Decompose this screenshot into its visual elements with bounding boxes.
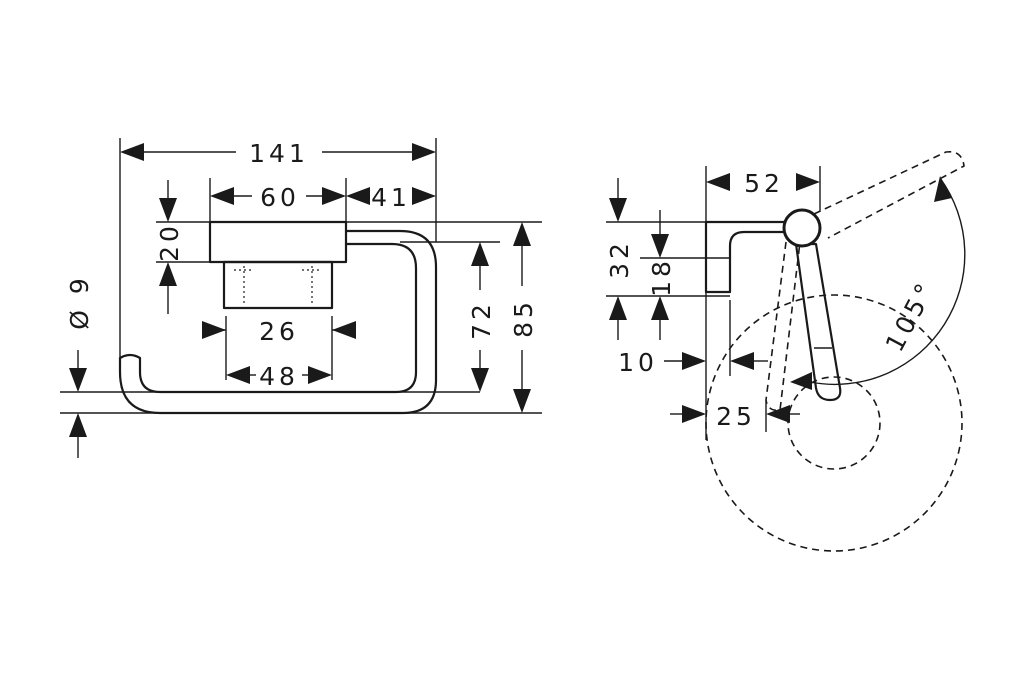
dim-inner-mount: 26	[259, 317, 299, 346]
dim-depth: 52	[744, 169, 784, 198]
dim-inner-mount-height: 18	[647, 257, 676, 297]
mount-block	[208, 220, 348, 264]
dim-roll-offset: 25	[716, 402, 756, 431]
dim-wall-offset: 10	[618, 348, 658, 377]
dim-inner-height: 72	[467, 300, 496, 340]
side-view: 52 32 18 10 25 105°	[605, 150, 966, 552]
dim-right-offset: 41	[371, 183, 411, 212]
wall-plate	[704, 220, 788, 294]
dim-overall-height: 85	[509, 298, 538, 338]
pivot-joint	[782, 208, 822, 248]
dim-mount-height: 32	[605, 239, 634, 279]
holder-rod	[118, 229, 438, 415]
front-view: 141 60 41 20 Ø 9 26 48	[60, 138, 542, 458]
dim-bracket-width: 60	[260, 183, 300, 212]
holder-arm	[794, 242, 842, 402]
mount-plate	[222, 260, 334, 310]
dim-overall-width: 141	[249, 139, 309, 168]
dim-bracket-height: 20	[155, 222, 184, 262]
roll-core-outline	[787, 376, 881, 470]
dim-outer-mount: 48	[259, 362, 299, 391]
dim-swing-angle: 105°	[880, 276, 941, 357]
dim-rod-diameter: Ø 9	[65, 274, 94, 330]
